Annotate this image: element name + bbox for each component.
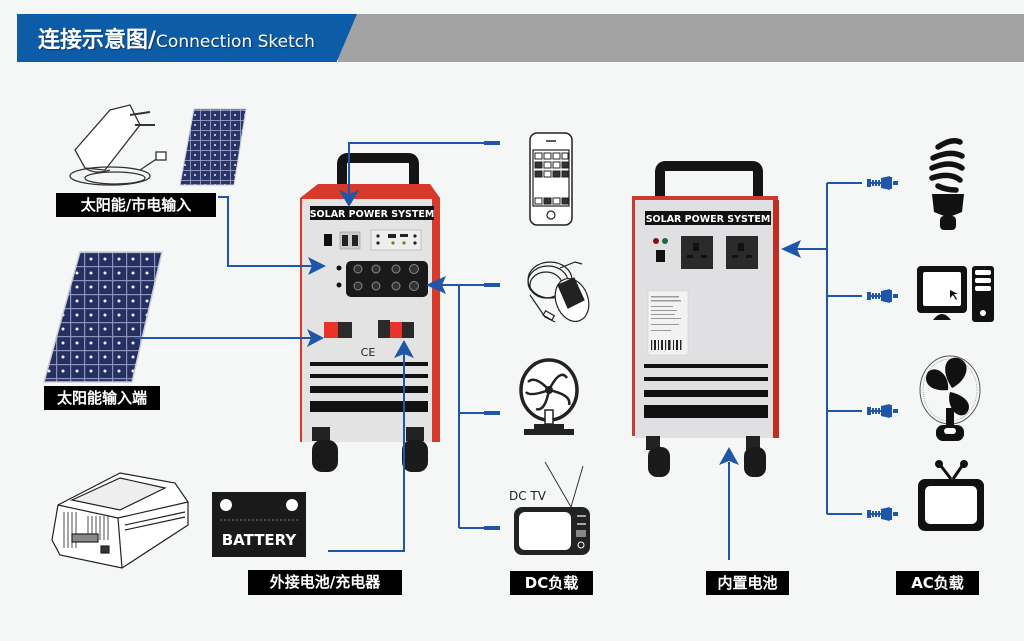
arrow-left-dc — [426, 276, 446, 294]
solar-panel-large-icon — [43, 251, 163, 383]
desktop-computer-icon — [917, 266, 994, 322]
header-banner-bg — [338, 14, 1024, 62]
ac-plug-icon — [867, 289, 898, 303]
ac-plug-icon — [867, 176, 898, 190]
battery-text: BATTERY — [222, 531, 298, 549]
mobile-phone-icon — [529, 132, 573, 226]
header-banner — [17, 14, 357, 62]
arrow-right-solar — [307, 329, 324, 347]
arrowheads — [307, 190, 801, 465]
line-battery — [328, 350, 405, 552]
dc-tv-icon: DC TV — [509, 461, 590, 555]
line-phone-to-usb — [348, 142, 500, 200]
ac-plug-icon — [867, 507, 898, 521]
label-built-in-battery: 内置电池 — [706, 571, 789, 595]
dc-tv-text: DC TV — [509, 489, 547, 503]
label-solar-input-terminal: 太阳能输入端 — [44, 386, 160, 410]
title-cn: 连接示意图/ — [38, 28, 157, 53]
label-ac-load: AC负载 — [896, 571, 979, 595]
arrow-up-battery — [394, 340, 414, 358]
cfl-bulb-icon — [929, 138, 965, 230]
page-title: 连接示意图/Connection Sketch — [38, 22, 315, 54]
dc-plug-ends — [484, 141, 500, 530]
battery-icon: BATTERY — [212, 492, 306, 557]
line-mains-input — [218, 196, 318, 267]
ac-plugs — [867, 176, 898, 521]
arrow-up-builtin — [719, 447, 739, 465]
label-solar-mains-input: 太阳能/市电输入 — [56, 193, 216, 217]
charger-icon — [51, 472, 189, 569]
dc-fan-icon — [519, 358, 579, 435]
dc-bulb-icon — [527, 261, 590, 323]
desk-fan-icon — [919, 355, 981, 441]
ac-solar-unit: SOLAR POWER SYSTEM — [632, 161, 779, 477]
television-icon — [918, 460, 984, 531]
label-external-battery-charger: 外接电池/充电器 — [248, 570, 402, 595]
dc-unit-title: SOLAR POWER SYSTEM — [310, 209, 435, 220]
label-dc-load: DC负载 — [510, 571, 593, 595]
arrow-left-ac — [781, 240, 801, 258]
title-en: Connection Sketch — [156, 32, 315, 52]
ac-unit-title: SOLAR POWER SYSTEM — [646, 214, 771, 225]
arrow-right-mains — [308, 257, 326, 275]
ac-plug-icon — [867, 404, 898, 418]
arrow-down-usb — [339, 190, 359, 207]
solar-panel-small-icon — [179, 108, 247, 186]
ce-mark: CE — [361, 346, 376, 359]
dc-solar-unit: SOLAR POWER SYSTEM CE — [300, 153, 440, 472]
ac-adapter-icon — [69, 104, 167, 186]
